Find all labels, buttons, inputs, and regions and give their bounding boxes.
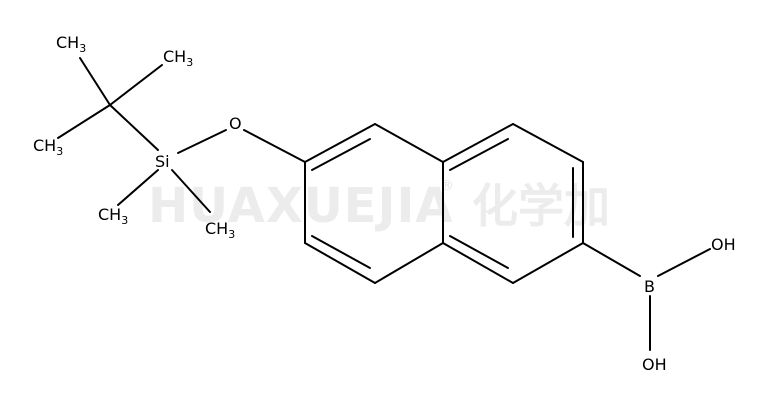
- bond-ring-b5: [442, 242, 514, 284]
- bond-ring-a5: [304, 242, 376, 284]
- watermark: HUAXUEJIA ® 化学加: [148, 178, 610, 234]
- label-methyl-top-left: CH3: [56, 33, 86, 55]
- label-silicon: Si: [155, 152, 170, 171]
- label-hydroxyl-right: OH: [711, 235, 736, 254]
- watermark-latin: HUAXUEJIA: [148, 178, 453, 234]
- bond-ring-a2: [374, 123, 444, 163]
- bond-ring-b2: [512, 123, 584, 163]
- bond-ring-b4: [512, 242, 584, 284]
- bond-ring-a4: [374, 242, 444, 284]
- label-methyl-left: CH3: [33, 136, 63, 158]
- bond-ring-a1-inner: [311, 138, 371, 171]
- atom-labels: CH3 CH3 CH3 CH3 CH3 Si O B OH OH: [33, 33, 736, 374]
- bond-c-si: [109, 104, 159, 151]
- watermark-cjk: 化学加: [472, 179, 610, 233]
- bond-ring-b1: [442, 123, 514, 163]
- label-methyl-si-left: CH3: [98, 205, 128, 227]
- label-methyl-top-right: CH3: [163, 47, 193, 69]
- bond-ring-a5-inner: [311, 235, 371, 269]
- bond-ring-b: [582, 242, 641, 277]
- bond-b-oh-right: [657, 248, 711, 277]
- bonds: [57, 57, 711, 351]
- bond-c-methyl-top-right: [109, 64, 163, 106]
- bond-si-o: [177, 129, 227, 154]
- label-hydroxyl-bottom: OH: [642, 355, 667, 374]
- bond-ring-b5-inner: [449, 235, 509, 269]
- bond-o-ring: [243, 129, 306, 163]
- bond-ring-b1-inner: [449, 138, 509, 171]
- bond-c-methyl-left: [57, 104, 111, 139]
- bond-si-methyl-right: [171, 169, 211, 213]
- bond-c-methyl-top-left: [79, 57, 111, 106]
- label-boron: B: [644, 277, 655, 296]
- bond-ring-a1: [304, 123, 376, 163]
- bond-si-methyl-left: [117, 169, 159, 206]
- label-methyl-si-right: CH3: [205, 219, 235, 241]
- label-oxygen: O: [229, 114, 242, 133]
